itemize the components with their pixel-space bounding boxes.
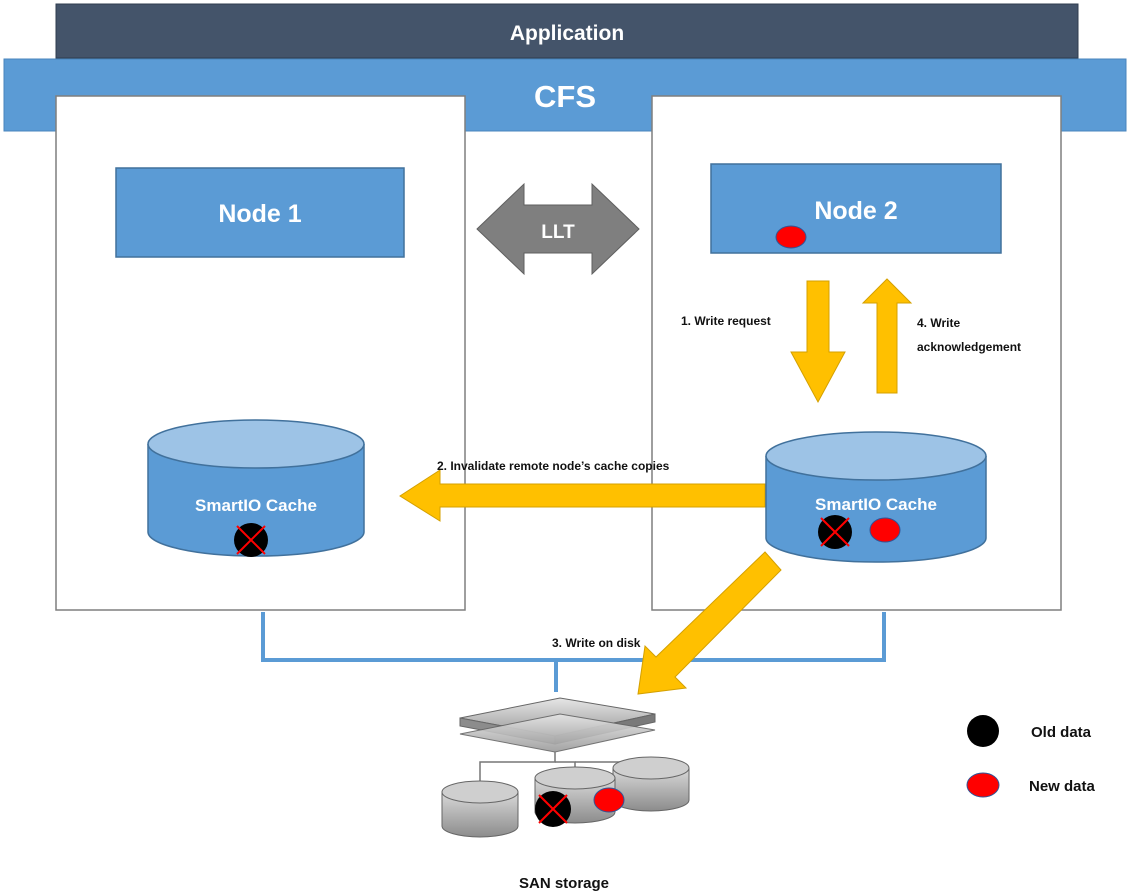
san-storage-icon xyxy=(441,697,690,838)
new-data-marker xyxy=(775,225,807,249)
legend-new-data-swatch xyxy=(966,772,1000,798)
step4-label-line1: 4. Write xyxy=(917,316,960,330)
node2-label: Node 2 xyxy=(814,197,897,225)
step4-label-line2: acknowledgement xyxy=(917,340,1021,354)
node1-box: Node 1 xyxy=(115,167,405,258)
node2-box: Node 2 xyxy=(710,163,1002,254)
cache-node2: SmartIO Cache xyxy=(765,431,987,563)
new-data-marker xyxy=(869,517,901,543)
cache-node1-label: SmartIO Cache xyxy=(195,496,317,515)
cache-node1: SmartIO Cache xyxy=(147,419,365,557)
legend-new-data-label: New data xyxy=(1029,778,1096,795)
old-data-invalidated-marker xyxy=(234,523,268,557)
invalidate-arrow xyxy=(399,469,766,522)
cache-node2-label: SmartIO Cache xyxy=(815,495,937,514)
legend: Old data New data xyxy=(966,715,1096,798)
step1-label: 1. Write request xyxy=(681,314,771,328)
cfs-label: CFS xyxy=(534,79,596,114)
llt-label: LLT xyxy=(541,222,575,243)
legend-old-data-label: Old data xyxy=(1031,724,1092,741)
old-data-invalidated-marker xyxy=(818,515,852,549)
san-connection xyxy=(261,612,886,692)
old-data-invalidated-marker xyxy=(535,791,571,827)
legend-old-data-swatch xyxy=(967,715,999,747)
write-on-disk-arrow xyxy=(637,551,782,695)
node1-label: Node 1 xyxy=(218,200,301,228)
application-layer: Application xyxy=(55,3,1079,59)
llt-arrow: LLT xyxy=(476,182,640,276)
new-data-marker xyxy=(593,787,625,813)
write-ack-arrow xyxy=(861,278,913,394)
write-request-arrow xyxy=(790,280,846,404)
application-label: Application xyxy=(510,22,624,45)
step2-label: 2. Invalidate remote node’s cache copies xyxy=(437,459,670,473)
san-storage-label: SAN storage xyxy=(519,875,609,892)
step3-label: 3. Write on disk xyxy=(552,636,641,650)
